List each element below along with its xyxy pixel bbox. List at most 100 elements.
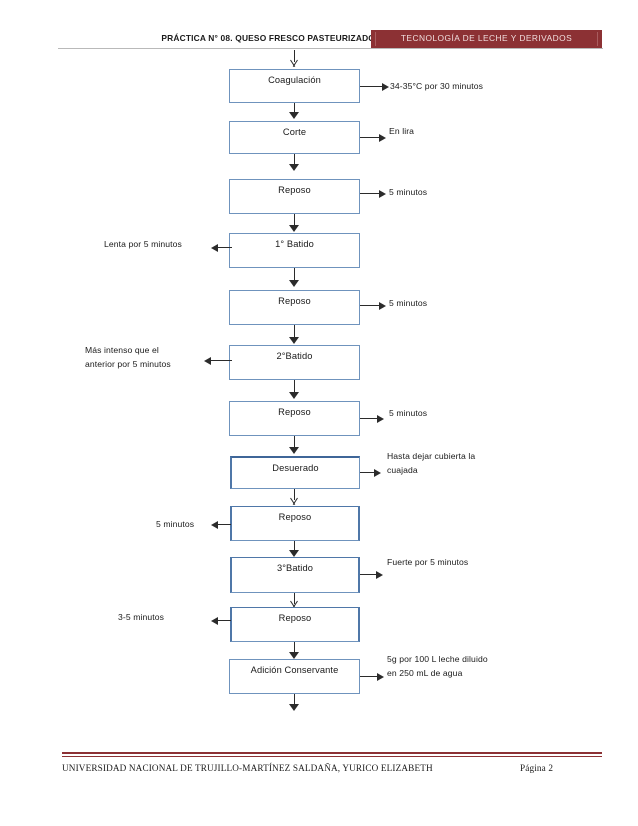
connector-line-right-2 [360,137,383,138]
connector-arrowhead-5 [289,337,299,344]
connector-line-1 [294,103,295,114]
header-divider [58,48,603,49]
connector-arrowhead-left-1 [211,244,218,252]
course-banner-label: TECNOLOGÍA DE LECHE Y DERIVADOS [400,33,573,43]
node-batido-3[interactable]: 3°Batido [230,557,360,593]
footer-institution: UNIVERSIDAD NACIONAL DE TRUJILLO-MARTÍNE… [62,763,433,773]
connector-line-11 [294,642,295,654]
note-line: Más intenso que el [85,345,159,355]
node-label: Coagulación [268,75,321,85]
note-right-8: 5g por 100 L leche diluido en 250 mL de … [387,653,488,680]
connector-arrowhead-3 [289,225,299,232]
connector-arrowhead-right-8 [377,673,384,681]
node-reposo-1[interactable]: Reposo [229,179,360,214]
note-line: 3-5 minutos [118,612,164,622]
connector-line-left-4 [217,620,231,621]
note-right-2: En lira [389,125,414,139]
connector-arrowhead-right-7 [376,571,383,579]
note-right-4: 5 minutos [389,297,427,311]
connector-line-out [294,694,295,708]
note-right-6: Hasta dejar cubierta la cuajada [387,450,475,477]
connector-arrowhead-8 [289,498,298,505]
node-reposo-3[interactable]: Reposo [229,401,360,436]
footer-divider-thick [62,752,602,754]
note-line: 5 minutos [389,408,428,418]
connector-arrowhead-left-2 [204,357,211,365]
connector-arrowhead-right-3 [379,190,386,198]
note-line: Hasta dejar cubierta la [387,451,476,461]
note-right-7: Fuerte por 5 minutos [387,556,468,570]
connector-arrowhead-out [289,704,299,711]
connector-line-right-7 [360,574,380,575]
node-batido-1[interactable]: 1° Batido [229,233,360,268]
connector-line-right-4 [360,305,383,306]
connector-line-right-8 [360,676,381,677]
connector-line-8 [294,489,295,500]
footer-divider-thin [62,756,602,757]
node-reposo-4[interactable]: Reposo [230,506,360,541]
node-label: Adición Conservante [250,665,339,675]
note-left-3: 5 minutos [156,518,194,532]
connector-arrowhead-right-5 [377,415,384,423]
note-right-5: 5 minutos [389,407,427,421]
note-right-1: 34-35°C por 30 minutos [390,80,483,94]
connector-line-right-3 [360,193,383,194]
connector-line-4 [294,268,295,282]
note-line: Fuerte por 5 minutos [387,557,469,567]
node-reposo-2[interactable]: Reposo [229,290,360,325]
node-label: Reposo [278,613,312,623]
practice-title: PRÁCTICA N° 08. QUESO FRESCO PASTEURIZAD… [161,33,375,43]
node-label: 3°Batido [276,563,314,573]
connector-arrowhead-in [289,60,298,67]
node-label: Reposo [278,296,311,306]
connector-arrowhead-6 [289,392,299,399]
page-header: PRÁCTICA N° 08. QUESO FRESCO PASTEURIZAD… [0,0,638,60]
node-label: 1° Batido [275,239,314,249]
note-line: 5g por 100 L leche diluido [387,654,488,664]
note-line: 5 minutos [156,519,195,529]
note-left-1: Lenta por 5 minutos [104,238,182,252]
node-label: Reposo [278,407,311,417]
connector-arrowhead-right-1 [382,83,389,91]
node-label: 2°Batido [276,351,313,361]
node-reposo-5[interactable]: Reposo [230,607,360,642]
connector-line-9 [294,541,295,552]
note-left-4: 3-5 minutos [118,611,164,625]
connector-line-left-3 [217,524,231,525]
connector-arrowhead-right-6 [374,469,381,477]
course-banner-frame [375,32,598,46]
connector-arrowhead-7 [289,447,299,454]
node-batido-2[interactable]: 2°Batido [229,345,360,380]
connector-arrowhead-left-3 [211,521,218,529]
node-adicion-conservante[interactable]: Adición Conservante [229,659,360,694]
node-label: Corte [282,127,307,137]
connector-line-2 [294,154,295,166]
note-line: 34-35°C por 30 minutos [390,81,484,91]
connector-line-right-6 [360,472,378,473]
note-line: cuajada [387,464,418,475]
connector-line-7 [294,436,295,449]
node-desuerado[interactable]: Desuerado [230,456,360,489]
connector-line-left-2 [210,360,232,361]
connector-line-left-1 [217,247,232,248]
connector-line-3 [294,214,295,227]
connector-arrowhead-11 [289,652,299,659]
node-coagulacion[interactable]: Coagulación [229,69,360,103]
node-label: Desuerado [272,463,319,473]
note-line: Lenta por 5 minutos [104,239,182,249]
course-banner: TECNOLOGÍA DE LECHE Y DERIVADOS [371,30,602,48]
node-corte[interactable]: Corte [229,121,360,154]
connector-arrowhead-right-4 [379,302,386,310]
note-line: 5 minutos [389,187,428,197]
footer-page-number: Página 2 [520,763,554,773]
connector-line-5 [294,325,295,339]
node-label: Reposo [278,512,312,522]
connector-line-6 [294,380,295,394]
connector-arrowhead-4 [289,280,299,287]
connector-line-10 [294,593,295,604]
connector-line-right-5 [360,418,381,419]
connector-arrowhead-1 [289,112,299,119]
connector-line-right-1 [360,86,386,87]
connector-arrowhead-left-4 [211,617,218,625]
note-line: en 250 mL de agua [387,667,463,678]
